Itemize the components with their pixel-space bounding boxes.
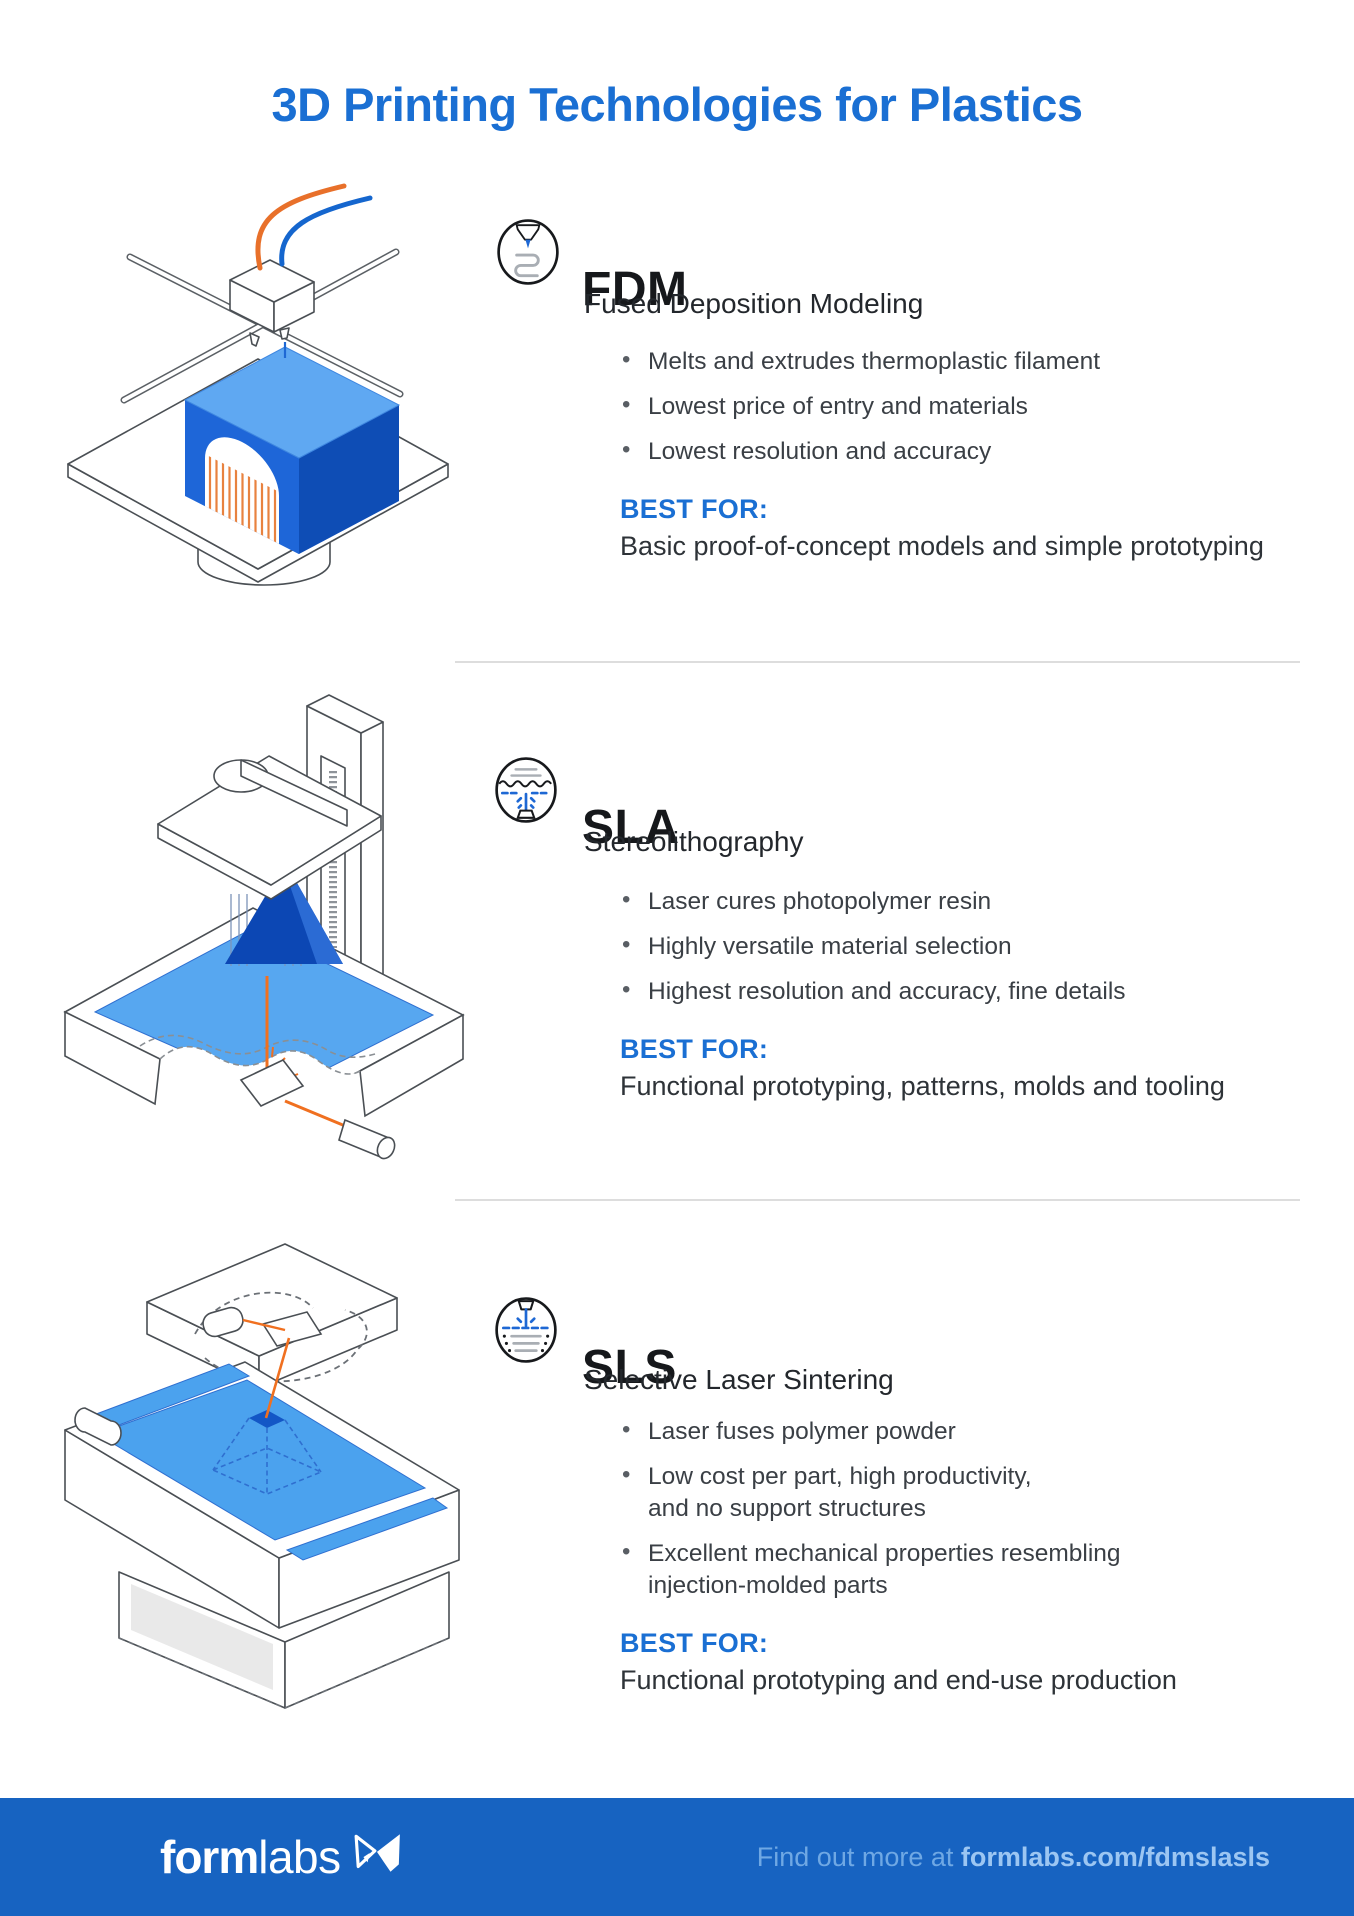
sla-acronym: SLA bbox=[582, 800, 680, 854]
page-title: 3D Printing Technologies for Plastics bbox=[271, 78, 1083, 132]
fdm-best-for-label: BEST FOR: bbox=[620, 494, 769, 524]
bullet-item: Lowest resolution and accuracy bbox=[620, 434, 1330, 468]
sls-best-for-text: Functional prototyping and end-use produ… bbox=[620, 1665, 1177, 1695]
build-platform bbox=[157, 755, 382, 900]
galvo-mirror bbox=[261, 1311, 323, 1347]
footer-cta: Find out more at formlabs.com/fdmslasls bbox=[757, 1842, 1270, 1873]
sls-acronym: SLS bbox=[582, 1340, 677, 1394]
recoater-roller bbox=[74, 1407, 122, 1446]
laser-emitter bbox=[202, 1306, 244, 1338]
cta-prefix: Find out more at bbox=[756, 1841, 961, 1872]
bullet-item: Melts and extrudes thermoplastic filamen… bbox=[620, 344, 1330, 378]
bullet-item: Highly versatile material selection bbox=[620, 929, 1330, 963]
fdm-printer-illustration bbox=[52, 172, 467, 592]
printed-part bbox=[183, 346, 401, 555]
sls-full-name: Selective Laser Sintering bbox=[584, 1364, 894, 1395]
fdm-full-name: Fused Deposition Modeling bbox=[584, 288, 924, 319]
sls-best-for-label: BEST FOR: bbox=[620, 1628, 769, 1658]
bullet-item: Highest resolution and accuracy, fine de… bbox=[620, 974, 1330, 1008]
vat-wall-right bbox=[359, 1013, 464, 1118]
section-divider bbox=[455, 661, 1300, 663]
lower-gray-panel bbox=[131, 1584, 273, 1690]
laser-beam-horizontal bbox=[242, 1318, 286, 1332]
sla-vat-icon bbox=[493, 756, 559, 824]
sla-full-name: Stereolithography bbox=[584, 826, 804, 857]
bullet-item: Laser cures photopolymer resin bbox=[620, 884, 1330, 918]
logo-text-light: labs bbox=[258, 1831, 341, 1883]
sintered-layer bbox=[249, 1410, 285, 1428]
section-divider bbox=[455, 1199, 1300, 1201]
vat-wall-left bbox=[64, 1010, 161, 1106]
hidden-edge-dashed bbox=[118, 1637, 450, 1709]
scan-path-dashed bbox=[194, 1291, 314, 1335]
fdm-acronym: FDM bbox=[582, 262, 688, 316]
galvo-mirror bbox=[239, 1058, 305, 1108]
sla-best-for-label: BEST FOR: bbox=[620, 1034, 769, 1064]
laser-beam-diagonal bbox=[284, 1099, 351, 1130]
sla-best-for-text: Functional prototyping, patterns, molds … bbox=[620, 1071, 1225, 1101]
powder-surface bbox=[95, 1379, 427, 1541]
printed-pyramid-facet bbox=[289, 883, 343, 964]
sls-bullet-list: Laser fuses polymer powder Low cost per … bbox=[620, 1414, 1330, 1615]
fdm-best-for-text: Basic proof-of-concept models and simple… bbox=[620, 531, 1264, 561]
fdm-nozzle-icon bbox=[495, 218, 561, 286]
sla-bullet-list: Laser cures photopolymer resin Highly ve… bbox=[620, 884, 1330, 1021]
cured-layer-dashes bbox=[500, 791, 552, 812]
bullet-item: Excellent mechanical properties resembli… bbox=[620, 1536, 1330, 1602]
bullet-item: Lowest price of entry and materials bbox=[620, 389, 1330, 423]
powder-rows bbox=[502, 1334, 550, 1353]
buried-part-dashed bbox=[210, 1417, 324, 1495]
bullet-item: Low cost per part, high productivity, an… bbox=[620, 1459, 1330, 1525]
sls-printer-illustration bbox=[45, 1238, 490, 1715]
laser-emitter bbox=[338, 1118, 396, 1160]
logo-text-bold: form bbox=[160, 1831, 259, 1883]
bullet-item: Laser fuses polymer powder bbox=[620, 1414, 1330, 1448]
overhead-unit bbox=[146, 1243, 398, 1389]
laser-beam-vertical bbox=[264, 1337, 291, 1419]
blue-filament bbox=[279, 195, 373, 267]
laser-dashes bbox=[501, 1308, 551, 1330]
orange-filament bbox=[255, 183, 347, 271]
extruder-head bbox=[229, 259, 315, 347]
sls-powder-icon bbox=[493, 1296, 559, 1364]
fdm-bullet-list: Melts and extrudes thermoplastic filamen… bbox=[620, 344, 1330, 481]
powder-strip-right bbox=[285, 1497, 449, 1561]
butterfly-icon bbox=[353, 1832, 403, 1883]
cta-link[interactable]: formlabs.com/fdmslasls bbox=[960, 1841, 1270, 1872]
sla-printer-illustration bbox=[45, 676, 475, 1173]
